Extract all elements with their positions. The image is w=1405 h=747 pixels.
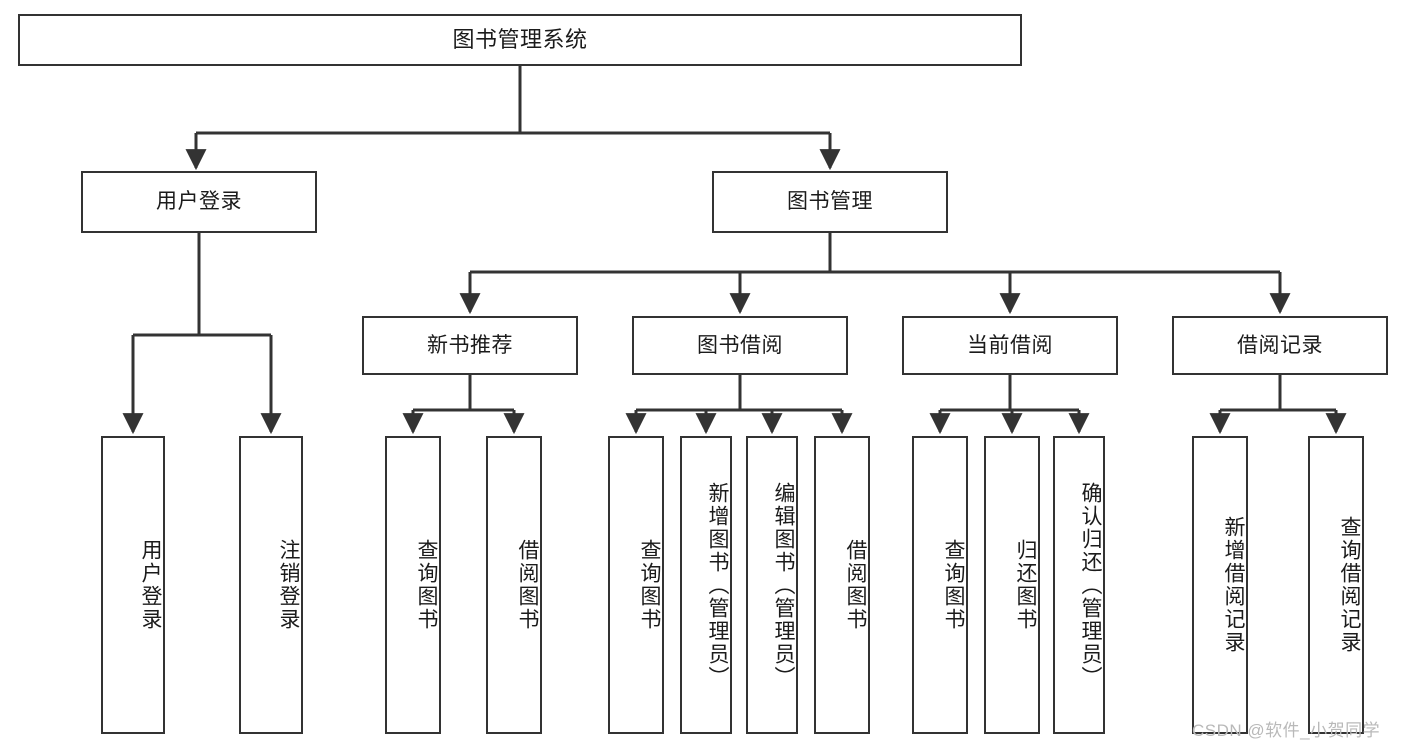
node-borrow-record[interactable]: 借阅记录 [1172,316,1388,375]
node-leaf-add-record[interactable]: 新增借阅记录 [1192,436,1248,734]
node-user-login[interactable]: 用户登录 [81,171,317,233]
node-leaf-query-record[interactable]: 查询借阅记录 [1308,436,1364,734]
node-leaf-borrow-book-1[interactable]: 借阅图书 [486,436,542,734]
node-leaf-query-book-3-label: 查询图书 [942,539,965,631]
node-leaf-edit-book-label: 编辑图书（管理员） [772,481,795,689]
node-leaf-user-login[interactable]: 用户登录 [101,436,165,734]
node-root-label: 图书管理系统 [452,26,588,52]
watermark-text: CSDN @软件_小贺同学 [1192,721,1381,740]
node-leaf-user-logout-label: 注销登录 [277,539,300,631]
node-leaf-add-book[interactable]: 新增图书（管理员） [680,436,732,734]
node-leaf-borrow-book-2[interactable]: 借阅图书 [814,436,870,734]
node-leaf-confirm-return[interactable]: 确认归还（管理员） [1053,436,1105,734]
node-leaf-edit-book[interactable]: 编辑图书（管理员） [746,436,798,734]
node-book-borrow[interactable]: 图书借阅 [632,316,848,375]
node-leaf-add-book-label: 新增图书（管理员） [706,481,729,689]
node-leaf-user-logout[interactable]: 注销登录 [239,436,303,734]
node-leaf-query-book-1-label: 查询图书 [415,539,438,631]
node-book-manage-label: 图书管理 [787,190,873,214]
node-new-book-rec-label: 新书推荐 [427,333,513,357]
node-leaf-return-book[interactable]: 归还图书 [984,436,1040,734]
node-leaf-query-book-3[interactable]: 查询图书 [912,436,968,734]
node-leaf-query-record-label: 查询借阅记录 [1338,516,1361,654]
node-leaf-query-book-1[interactable]: 查询图书 [385,436,441,734]
node-leaf-confirm-return-label: 确认归还（管理员） [1079,481,1102,689]
node-root[interactable]: 图书管理系统 [18,14,1022,66]
node-current-borrow-label: 当前借阅 [967,333,1053,357]
node-leaf-query-book-2[interactable]: 查询图书 [608,436,664,734]
node-book-borrow-label: 图书借阅 [697,333,783,357]
node-leaf-add-record-label: 新增借阅记录 [1222,516,1245,654]
node-leaf-return-book-label: 归还图书 [1014,539,1037,631]
node-leaf-query-book-2-label: 查询图书 [638,539,661,631]
node-leaf-borrow-book-2-label: 借阅图书 [844,539,867,631]
node-borrow-record-label: 借阅记录 [1237,333,1323,357]
node-user-login-label: 用户登录 [156,190,242,214]
node-book-manage[interactable]: 图书管理 [712,171,948,233]
node-leaf-borrow-book-1-label: 借阅图书 [516,539,539,631]
node-current-borrow[interactable]: 当前借阅 [902,316,1118,375]
node-leaf-user-login-label: 用户登录 [139,539,162,631]
node-new-book-rec[interactable]: 新书推荐 [362,316,578,375]
